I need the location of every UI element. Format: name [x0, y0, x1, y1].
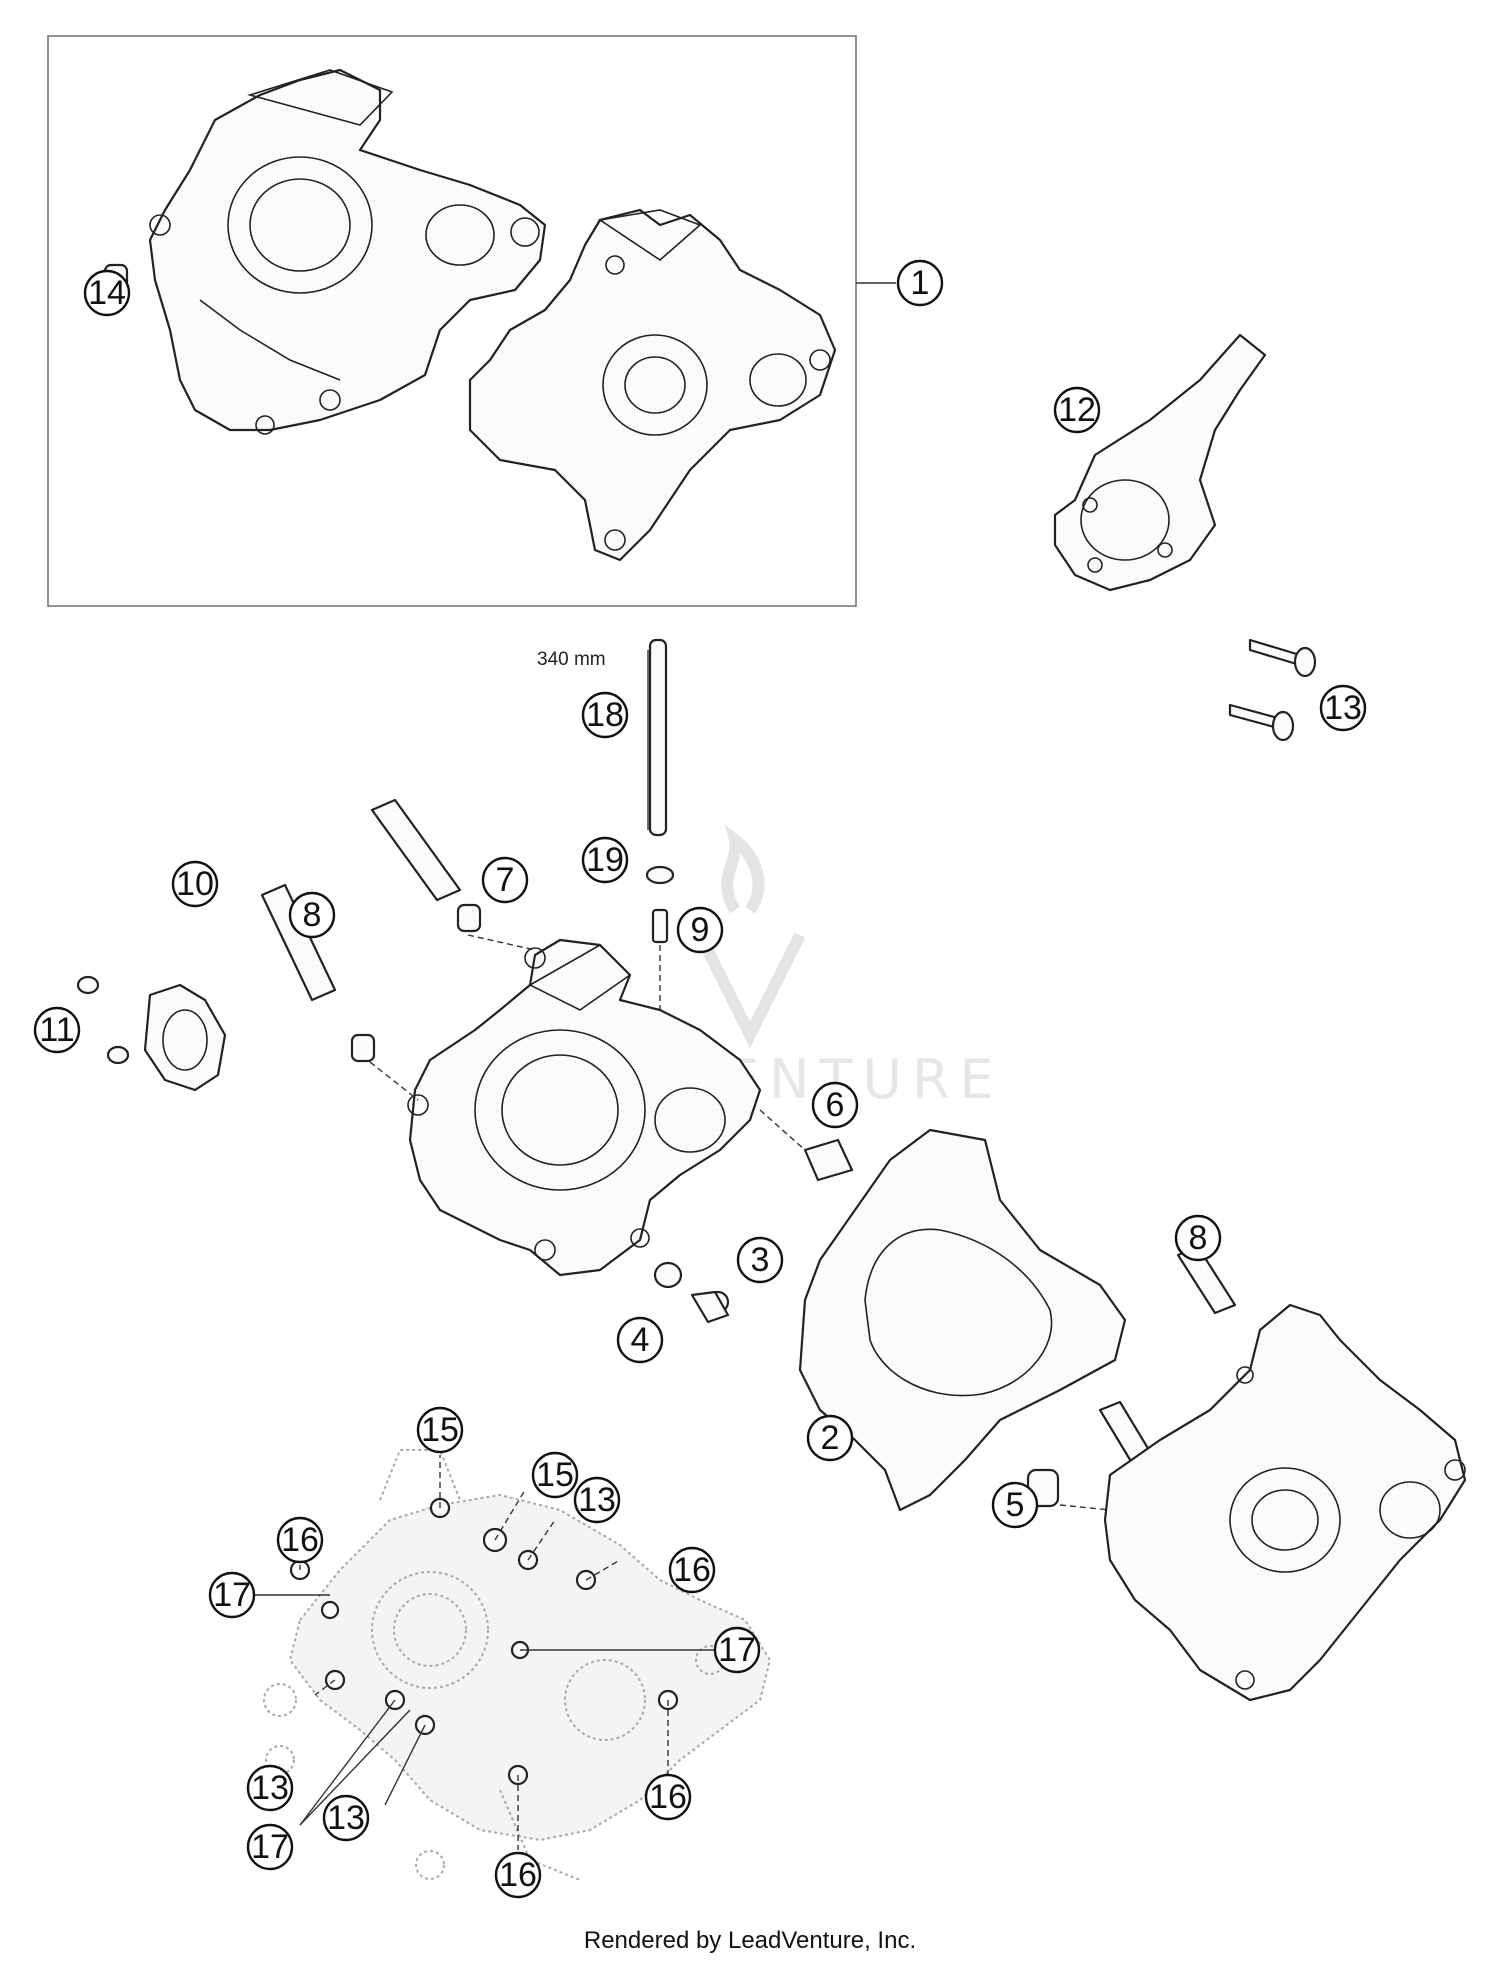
watermark-logo: [694, 824, 806, 1049]
cover-12-drawing: [1053, 333, 1267, 592]
crankcase-half-left-drawing: [148, 68, 547, 435]
callout-3: 3: [736, 1236, 784, 1284]
callout-9: 9: [676, 906, 724, 954]
svg-text:9: 9: [691, 911, 710, 949]
clamp-19-drawing: [645, 865, 675, 885]
callout-14: 14: [83, 269, 131, 317]
bolt-13-pair-drawing: [1228, 638, 1317, 742]
svg-text:17: 17: [213, 1576, 251, 1614]
callout-13-left: 13: [246, 1764, 294, 1812]
plate-10-drawing: [143, 983, 227, 1092]
callout-16-right: 16: [668, 1546, 716, 1594]
bushing-6-drawing: [759, 1109, 854, 1182]
svg-text:2: 2: [821, 1419, 840, 1457]
dowel-8-right-drawing: [1098, 1245, 1237, 1470]
ring-4-drawing: [653, 1261, 683, 1289]
callout-8-right: 8: [1174, 1214, 1222, 1262]
callout-19: 19: [581, 836, 629, 884]
callout-16-lower-right: 16: [644, 1773, 692, 1821]
svg-text:13: 13: [251, 1769, 289, 1807]
crankcase-half-lower-right-drawing: [1103, 1303, 1467, 1702]
dowel-8-left-drawing: [260, 883, 419, 1101]
callout-12: 12: [1053, 386, 1101, 434]
callout-13-upper: 13: [573, 1476, 621, 1524]
bushing-5-drawing: [1026, 1468, 1111, 1511]
svg-text:6: 6: [826, 1086, 845, 1124]
svg-text:17: 17: [251, 1828, 289, 1866]
callout-16-left: 16: [276, 1516, 324, 1564]
svg-text:15: 15: [536, 1456, 574, 1494]
svg-text:17: 17: [718, 1631, 756, 1669]
callout-1: 1: [896, 259, 944, 307]
gasket-2-drawing: [798, 1128, 1127, 1512]
plug-3-drawing: [690, 1290, 730, 1324]
callout-5: 5: [991, 1481, 1039, 1529]
callout-16-bottom: 16: [494, 1851, 542, 1899]
callout-13-cover: 13: [1319, 684, 1367, 732]
callout-18: 18: [581, 691, 629, 739]
svg-text:4: 4: [631, 1321, 650, 1359]
svg-text:5: 5: [1006, 1486, 1025, 1524]
svg-text:16: 16: [649, 1778, 687, 1816]
svg-text:14: 14: [88, 274, 126, 312]
svg-text:13: 13: [578, 1481, 616, 1519]
callout-17-left: 17: [208, 1571, 256, 1619]
svg-text:16: 16: [673, 1551, 711, 1589]
callout-8-left: 8: [288, 891, 336, 939]
leader-lines: [255, 282, 896, 1850]
dowel-7-drawing: [370, 798, 536, 951]
svg-text:7: 7: [496, 861, 515, 899]
svg-text:1: 1: [911, 264, 930, 302]
callout-15-second: 15: [531, 1451, 579, 1499]
crankcase-half-center-drawing: [407, 938, 762, 1277]
callout-10: 10: [171, 860, 219, 908]
nipple-9-drawing: [651, 908, 669, 1035]
svg-text:8: 8: [303, 896, 322, 934]
svg-text:11: 11: [39, 1011, 74, 1049]
crankcase-assembly-frame: [47, 35, 857, 607]
svg-text:16: 16: [281, 1521, 319, 1559]
callout-2: 2: [806, 1414, 854, 1462]
svg-text:3: 3: [751, 1241, 770, 1279]
callout-7: 7: [481, 856, 529, 904]
svg-text:18: 18: [586, 696, 624, 734]
callout-11: 11: [33, 1006, 81, 1054]
callout-17-right: 17: [713, 1626, 761, 1674]
callout-6: 6: [811, 1081, 859, 1129]
svg-text:12: 12: [1058, 391, 1096, 429]
svg-text:13: 13: [1324, 689, 1362, 727]
footer-credit: Rendered by LeadVenture, Inc.: [584, 1927, 916, 1954]
svg-text:10: 10: [176, 865, 214, 903]
crankcase-half-right-drawing: [468, 208, 837, 562]
svg-text:19: 19: [586, 841, 624, 879]
callout-15-top: 15: [416, 1406, 464, 1454]
svg-text:8: 8: [1189, 1219, 1208, 1257]
callout-4: 4: [616, 1316, 664, 1364]
svg-text:15: 15: [421, 1411, 459, 1449]
callout-17-bottom: 17: [246, 1823, 294, 1871]
svg-text:13: 13: [327, 1799, 365, 1837]
hose-18-drawing: [647, 638, 668, 837]
screw-11-pair-drawing: [76, 975, 130, 1065]
callout-13-bottom: 13: [322, 1794, 370, 1842]
hose-length-label: 340 mm: [537, 649, 606, 670]
svg-text:16: 16: [499, 1856, 537, 1894]
